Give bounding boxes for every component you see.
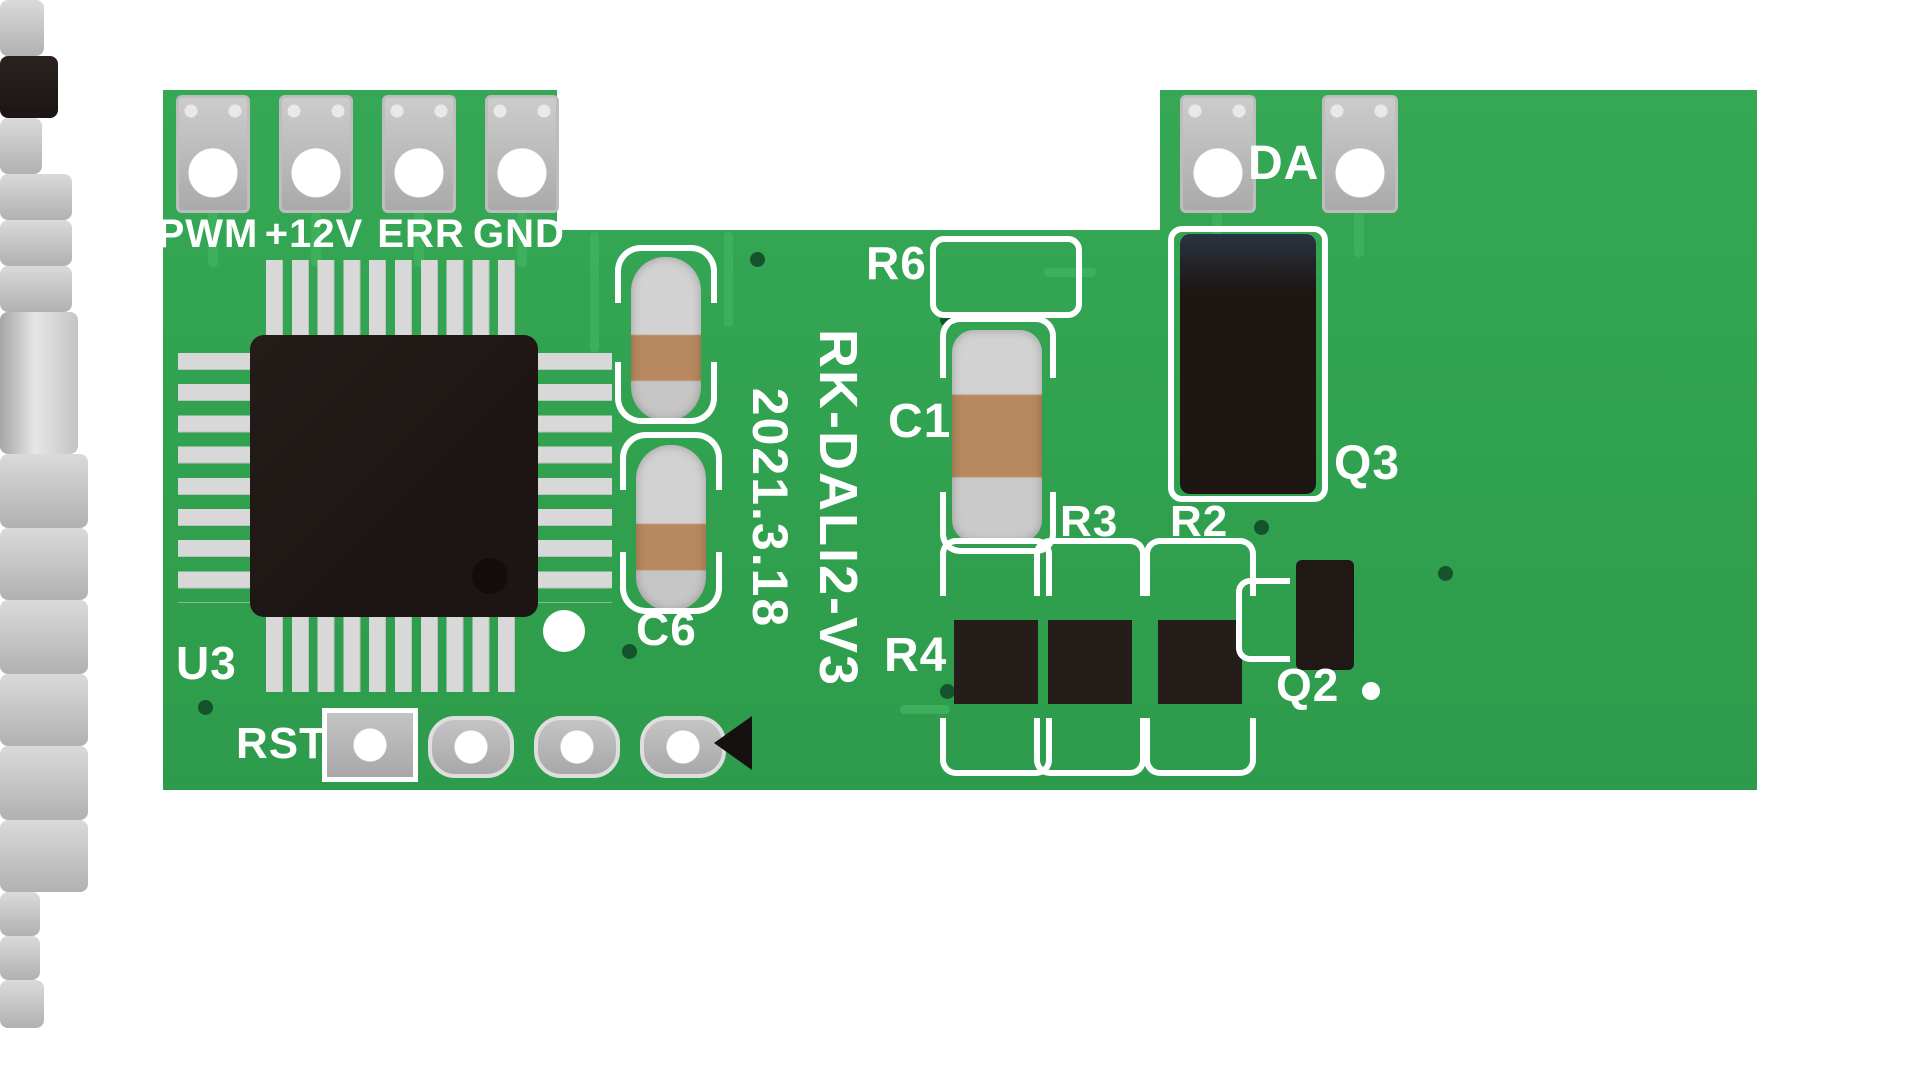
label-c6: C6 xyxy=(636,603,697,655)
trace xyxy=(1044,268,1096,277)
resistor-r6-body xyxy=(0,56,58,118)
resistor-r2-pad-bottom xyxy=(0,820,88,892)
label-rst: RST xyxy=(236,719,327,768)
connector-pad-12v xyxy=(279,95,353,213)
trace xyxy=(1354,212,1364,257)
connector-label-err: ERR xyxy=(377,212,465,256)
silkscreen-bracket xyxy=(1168,226,1328,502)
trace xyxy=(414,212,424,267)
label-r2: R2 xyxy=(1170,497,1229,546)
trace xyxy=(208,212,218,267)
rst-pad-square xyxy=(322,708,418,782)
connector-label-12v: +12V xyxy=(264,212,364,256)
trace xyxy=(590,232,599,352)
capacitor-c6-bottom xyxy=(636,445,706,611)
silkscreen-bracket xyxy=(1144,718,1256,776)
silkscreen-bracket xyxy=(940,316,1056,378)
via xyxy=(750,252,765,267)
connector-pad-da-2 xyxy=(1322,95,1398,213)
silkscreen-bracket xyxy=(1144,538,1256,596)
label-q3: Q3 xyxy=(1334,437,1401,490)
label-r6: R6 xyxy=(866,237,927,289)
trace xyxy=(517,212,527,267)
resistor-r4-body xyxy=(954,620,1038,704)
silkscreen-model: RK-DALI2-V3 xyxy=(808,328,868,688)
silkscreen-bracket xyxy=(620,552,722,614)
test-pad-white xyxy=(1362,682,1380,700)
resistor-r6-pad-left xyxy=(0,0,44,56)
q2-pad-right-top xyxy=(0,892,40,936)
resistor-r4-pad-top xyxy=(0,454,88,528)
bottom-pad-3 xyxy=(640,716,726,778)
label-q2: Q2 xyxy=(1276,659,1340,711)
ic-u3-pins-bottom xyxy=(266,610,524,692)
bottom-pad-1 xyxy=(428,716,514,778)
label-r3: R3 xyxy=(1060,497,1119,546)
test-pad-white xyxy=(543,610,585,652)
via xyxy=(622,644,637,659)
ic-u3-pins-left xyxy=(178,353,258,603)
ic-u3-pins-top xyxy=(266,260,524,342)
silkscreen-bracket xyxy=(620,432,722,490)
via xyxy=(1254,520,1269,535)
connector-pad-gnd xyxy=(485,95,559,213)
silkscreen-date: 2021.3.18 xyxy=(742,387,798,629)
silkscreen-bracket xyxy=(940,718,1052,776)
label-r4: R4 xyxy=(884,629,948,682)
transistor-q2-body xyxy=(1296,560,1354,670)
resistor-r3-pad-top xyxy=(0,600,88,674)
trace xyxy=(900,705,950,714)
trace xyxy=(311,212,321,267)
silkscreen-bracket xyxy=(1034,718,1146,776)
via xyxy=(198,700,213,715)
polarity-triangle xyxy=(714,716,752,770)
silkscreen-bracket xyxy=(615,245,717,303)
resistor-r2-pad-top xyxy=(0,746,88,820)
resistor-r2-body xyxy=(1158,620,1242,704)
transistor-q3-body xyxy=(1180,234,1316,494)
q2-pad-right-bottom xyxy=(0,936,40,980)
silkscreen-bracket xyxy=(1034,538,1146,596)
via xyxy=(940,684,955,699)
ic-u3-pin1-dimple xyxy=(472,558,508,594)
silkscreen-bracket xyxy=(1236,578,1290,662)
bottom-pad-2 xyxy=(534,716,620,778)
capacitor-c1-body xyxy=(952,330,1042,542)
q3-pad-3 xyxy=(0,266,72,312)
silkscreen-bracket xyxy=(615,362,717,424)
capacitor-c6-top xyxy=(631,257,701,421)
connector-label-pwm: PWM xyxy=(157,212,259,256)
silkscreen-bracket xyxy=(930,236,1082,318)
transistor-q3-tab xyxy=(0,312,78,454)
resistor-r3-pad-bottom xyxy=(0,674,88,746)
resistor-r3-body xyxy=(1048,620,1132,704)
label-u3: U3 xyxy=(176,637,237,689)
label-c1: C1 xyxy=(888,395,952,448)
connector-pad-da-1 xyxy=(1180,95,1256,213)
q3-pad-1 xyxy=(0,174,72,220)
q3-pad-2 xyxy=(0,220,72,266)
connector-pad-pwm xyxy=(176,95,250,213)
connector-label-gnd: GND xyxy=(473,212,565,256)
q2-pad-left xyxy=(0,980,44,1028)
trace xyxy=(724,232,733,327)
connector-label-da: DA xyxy=(1248,137,1320,190)
silkscreen-bracket xyxy=(940,538,1052,596)
resistor-r6-pad-right xyxy=(0,118,42,174)
ic-u3-pins-right xyxy=(532,353,612,603)
connector-pad-err xyxy=(382,95,456,213)
via xyxy=(1438,566,1453,581)
silkscreen-bracket xyxy=(940,492,1056,554)
resistor-r4-pad-bottom xyxy=(0,528,88,600)
